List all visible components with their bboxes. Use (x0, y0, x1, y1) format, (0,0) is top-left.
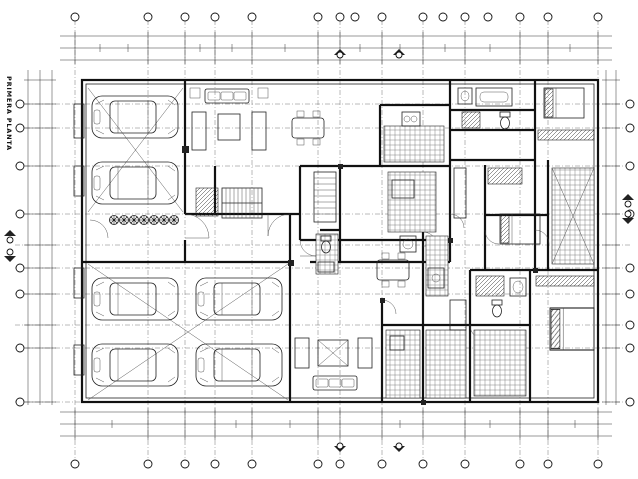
dimension-lines-bottom (60, 408, 612, 440)
dining-table-center (376, 235, 417, 288)
bathroom-lower-right (473, 275, 527, 397)
bed-lower-right (549, 307, 595, 351)
car-2 (91, 161, 179, 205)
sheet-title: PRIMERA PLANTA (5, 76, 13, 151)
car-1 (91, 95, 179, 139)
axis-bubbles-top (70, 12, 603, 22)
bathroom-top-right (457, 87, 513, 130)
planter-row (109, 215, 179, 225)
axis-bubbles-bottom (70, 459, 603, 469)
section-marker-top (334, 49, 405, 59)
garage-area (73, 87, 289, 401)
hall-columns (182, 146, 538, 405)
bathroom-mid-right (487, 167, 595, 265)
dimension-lines-right (602, 70, 620, 405)
car-3 (91, 277, 179, 321)
dimension-lines-top (60, 32, 612, 64)
lounge-furniture-lower (294, 337, 373, 391)
stair-secondary (313, 171, 337, 223)
bed-top-right (543, 87, 585, 119)
dimension-lines-left (24, 70, 56, 405)
section-marker-left (4, 230, 16, 262)
section-marker-right (622, 194, 634, 224)
kitchen-counter-right (425, 235, 449, 297)
car-5 (91, 343, 179, 387)
kitchen-tiled-area (383, 111, 445, 233)
bathroom-center (315, 233, 339, 275)
living-room-furniture (189, 87, 269, 151)
laundry-tiled-area (385, 299, 467, 399)
axis-bubbles-right (625, 99, 635, 407)
axis-bubbles-left (15, 99, 25, 407)
car-6 (195, 343, 283, 387)
bedroom-closets (453, 129, 595, 287)
section-marker-bottom (334, 442, 405, 452)
stair-main (195, 187, 263, 219)
car-4 (195, 277, 283, 321)
